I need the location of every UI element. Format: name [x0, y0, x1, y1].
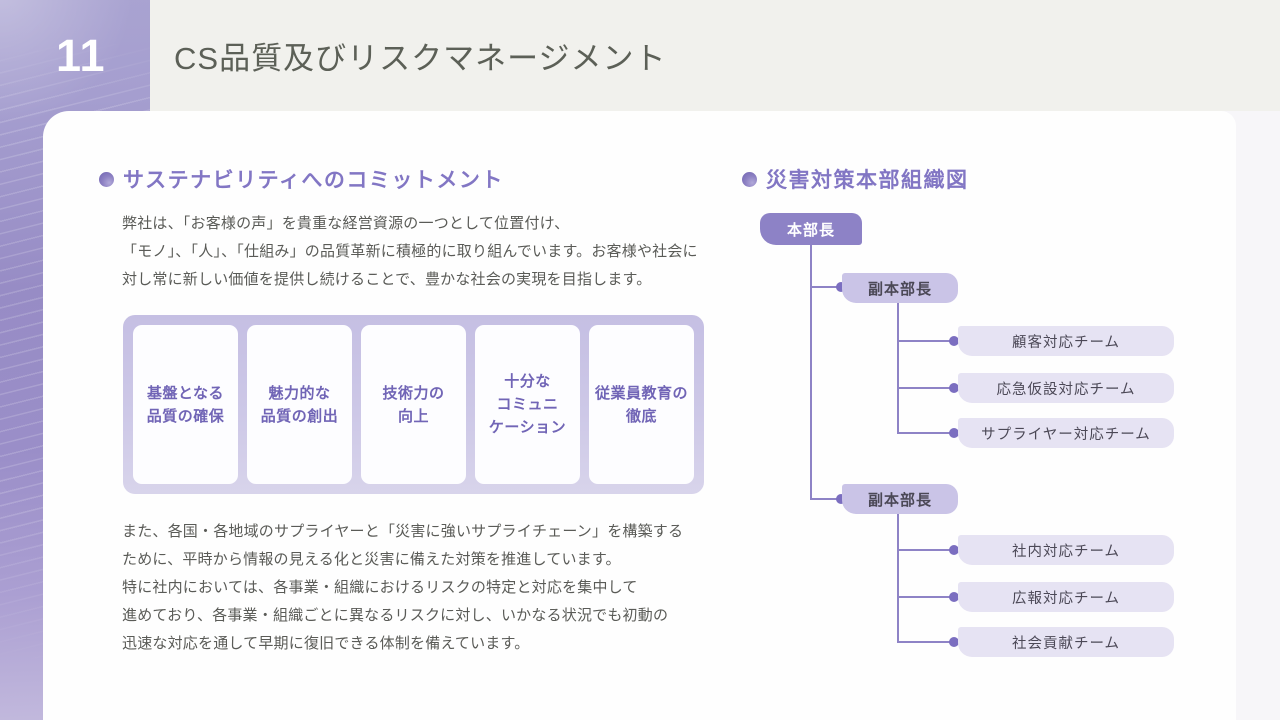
quality-item-box: 従業員教育の 徹底 — [589, 325, 694, 484]
connector-dot — [949, 336, 959, 346]
quality-item-line: 魅力的な — [268, 384, 331, 402]
org-chart-root: 本部長 — [760, 213, 862, 245]
quality-item-line: 品質の創出 — [260, 407, 339, 425]
quality-item-line: 基盤となる — [146, 384, 225, 402]
connector-line — [810, 498, 842, 500]
quality-items-panel: 基盤となる 品質の確保 魅力的な 品質の創出 技術力の 向上 十分な コミュニ … — [123, 315, 704, 494]
org-chart-branch: 副本部長 — [842, 273, 958, 303]
paragraph-line: 対し常に新しい価値を提供し続けることで、豊かな社会の実現を目指します。 — [122, 271, 652, 288]
org-chart-team: 広報対応チーム — [958, 582, 1174, 612]
org-chart-heading: 災害対策本部組織図 — [742, 166, 969, 192]
connector-line — [897, 432, 955, 434]
org-chart-team: 応急仮設対応チーム — [958, 373, 1174, 403]
paragraph-line: 進めており、各事業・組織ごとに異なるリスクに対し、いかなる状況でも初動の — [122, 607, 669, 624]
connector-dot — [949, 637, 959, 647]
quality-item-box: 技術力の 向上 — [361, 325, 466, 484]
org-chart-team: 社内対応チーム — [958, 535, 1174, 565]
connector-dot — [949, 592, 959, 602]
paragraph-line: 迅速な対応を通して早期に復旧できる体制を備えています。 — [122, 635, 530, 652]
org-chart-branch: 副本部長 — [842, 484, 958, 514]
connector-line — [897, 549, 955, 551]
paragraph-line: 弊社は、「お客様の声」を貴重な経営資源の一つとして位置付け、 — [122, 215, 570, 232]
slide-header: CS品質及びリスクマネージメント — [150, 0, 1280, 111]
paragraph-line: ために、平時から情報の見える化と災害に備えた対策を推進しています。 — [122, 551, 621, 568]
quality-item-line: 十分な — [504, 373, 551, 390]
org-chart-team: サプライヤー対応チーム — [958, 418, 1174, 448]
connector-line — [810, 245, 812, 500]
org-chart: 本部長 副本部長 顧客対応チーム 応急仮設対応チーム サプライヤー対応チーム 副… — [43, 111, 1236, 720]
quality-item-line: 向上 — [397, 407, 429, 425]
connector-dot — [836, 282, 846, 292]
connector-dot — [949, 383, 959, 393]
quality-item-line: ケーション — [488, 419, 567, 436]
connector-line — [897, 596, 955, 598]
quality-item-line: 従業員教育の — [594, 384, 688, 402]
supply-chain-paragraph: また、各国・各地域のサプライヤーと「災害に強いサプライチェーン」を構築する ため… — [122, 518, 722, 658]
bullet-icon — [99, 171, 114, 187]
connector-line — [897, 340, 955, 342]
connector-line — [810, 286, 842, 288]
connector-line — [897, 641, 955, 643]
paragraph-line: また、各国・各地域のサプライヤーと「災害に強いサプライチェーン」を構築する — [122, 523, 684, 540]
section-heading-label: 災害対策本部組織図 — [766, 169, 969, 192]
connector-dot — [949, 545, 959, 555]
page-title: CS品質及びリスクマネージメント — [174, 41, 667, 76]
quality-item-line: 品質の確保 — [146, 407, 225, 425]
paragraph-line: 「モノ」、「人」、「仕組み」の品質革新に積極的に取り組んでいます。お客様や社会に — [122, 243, 698, 260]
connector-line — [897, 514, 899, 643]
bullet-icon — [742, 171, 757, 187]
quality-item-box: 基盤となる 品質の確保 — [133, 325, 238, 484]
connector-dot — [836, 494, 846, 504]
section-heading-label: サステナビリティへのコミットメント — [123, 169, 504, 192]
quality-item-line: 技術力の — [382, 384, 445, 402]
connector-line — [897, 303, 899, 434]
quality-item-box: 十分な コミュニ ケーション — [475, 325, 580, 484]
content-card: サステナビリティへのコミットメント 弊社は、「お客様の声」を貴重な経営資源の一つ… — [43, 111, 1236, 720]
quality-item-line: コミュニ — [496, 396, 559, 413]
sustainability-heading: サステナビリティへのコミットメント — [99, 166, 504, 192]
connector-line — [897, 387, 955, 389]
page-number: 11 — [56, 30, 106, 81]
org-chart-team: 顧客対応チーム — [958, 326, 1174, 356]
quality-item-box: 魅力的な 品質の創出 — [247, 325, 352, 484]
sustainability-paragraph: 弊社は、「お客様の声」を貴重な経営資源の一つとして位置付け、 「モノ」、「人」、… — [122, 210, 722, 294]
paragraph-line: 特に社内においては、各事業・組織におけるリスクの特定と対応を集中して — [122, 579, 638, 596]
connector-dot — [949, 428, 959, 438]
quality-item-line: 徹底 — [625, 407, 657, 425]
org-chart-team: 社会貢献チーム — [958, 627, 1174, 657]
